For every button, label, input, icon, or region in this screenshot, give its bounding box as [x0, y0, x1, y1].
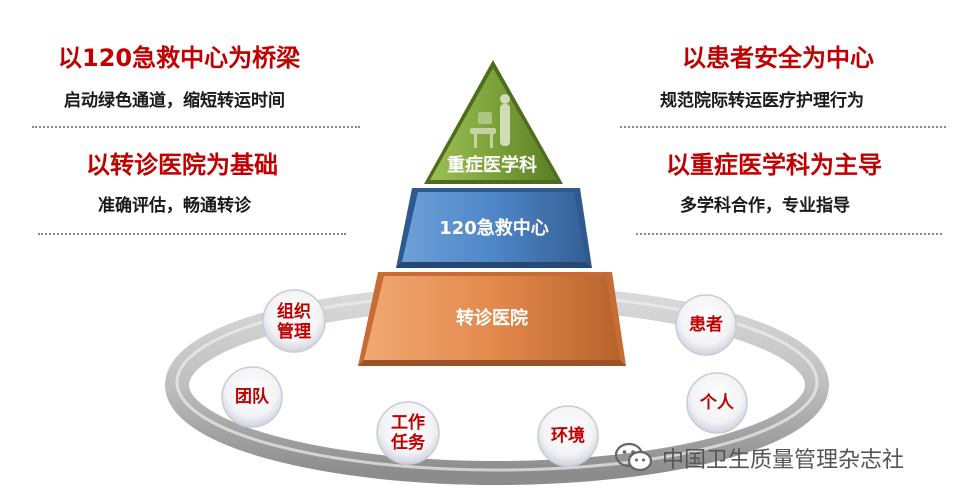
ring-node-env-label: 环境	[551, 425, 585, 446]
ring-node-team: 团队	[221, 366, 283, 428]
left-heading-2: 以转诊医院为基础	[86, 151, 278, 179]
pyramid-bottom-label: 转诊医院	[456, 307, 528, 329]
ring-node-patient: 患者	[675, 294, 737, 356]
pyramid-middle-tier: 120急救中心	[396, 188, 592, 268]
ring-node-task-line2: 任务	[390, 432, 426, 453]
wechat-icon	[614, 442, 653, 472]
left-divider-1	[32, 126, 360, 128]
watermark: 中国卫生质量管理杂志社	[614, 440, 904, 476]
left-divider-2	[38, 233, 346, 235]
ring-node-task-line1: 工作	[391, 412, 425, 433]
pyramid-bottom-tier: 转诊医院	[358, 272, 626, 366]
ring-node-env: 环境	[537, 405, 599, 467]
ring-node-org: 组织 管理	[262, 289, 326, 353]
pyramid-middle-label: 120急救中心	[439, 217, 549, 239]
left-sub-1: 启动绿色通道，缩短转运时间	[64, 91, 285, 111]
ring-node-task: 工作 任务	[376, 401, 440, 465]
ring-node-individual: 个人	[686, 372, 748, 434]
right-divider-1	[620, 126, 946, 128]
left-heading-1: 以120急救中心为桥梁	[58, 44, 301, 72]
right-divider-2	[636, 233, 942, 235]
icu-bed-icon	[470, 94, 510, 148]
pyramid-top-label: 重症医学科	[447, 154, 537, 176]
ring-node-patient-label: 患者	[689, 314, 723, 335]
ring-node-org-line2: 管理	[277, 321, 311, 342]
right-heading-2: 以重症医学科为主导	[666, 151, 882, 179]
pyramid-top-tier: 重症医学科	[424, 60, 563, 184]
watermark-text: 中国卫生质量管理杂志社	[662, 448, 905, 473]
right-sub-1: 规范院际转运医疗护理行为	[660, 91, 864, 111]
ring-node-org-line1: 组织	[277, 301, 311, 322]
right-heading-1: 以患者安全为中心	[682, 44, 874, 72]
right-sub-2: 多学科合作，专业指导	[680, 196, 850, 216]
left-sub-2: 准确评估，畅通转诊	[98, 196, 251, 216]
ring-node-team-label: 团队	[235, 386, 270, 407]
ring-node-individual-label: 个人	[699, 392, 735, 413]
